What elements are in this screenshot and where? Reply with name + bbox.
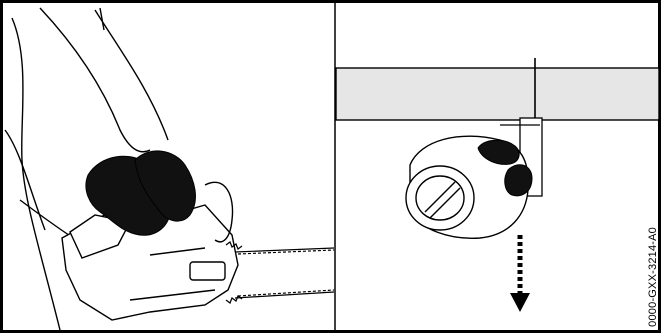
overhead-log	[336, 68, 659, 120]
chainsaw-label-plate	[190, 262, 225, 280]
left-panel	[5, 8, 334, 330]
down-arrow	[510, 235, 530, 312]
guide-bar-chain	[226, 242, 334, 303]
reference-code-label: 0000-GXX-3214-A0	[647, 227, 659, 327]
right-panel	[336, 58, 659, 312]
glove-lower	[505, 165, 532, 196]
down-arrow-head	[510, 293, 530, 312]
